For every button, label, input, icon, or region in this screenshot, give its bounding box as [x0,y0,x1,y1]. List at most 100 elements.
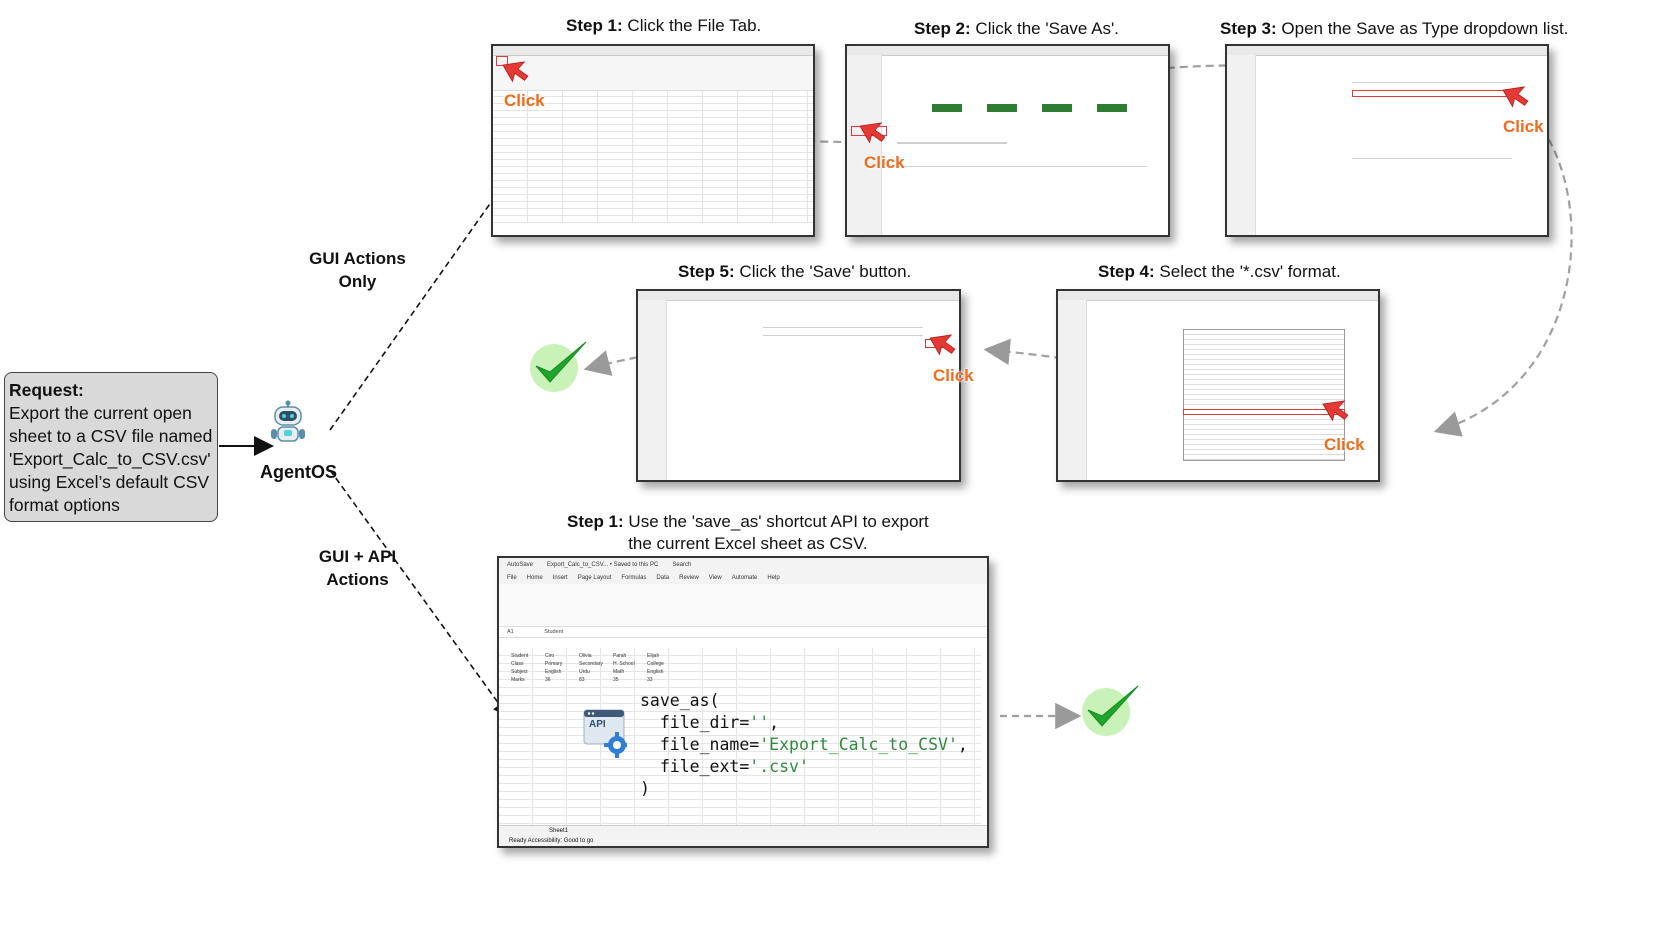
request-line: sheet to a CSV file named [9,426,213,446]
cursor-icon [929,334,956,356]
gui-only-label-line1: GUI Actions [309,249,406,268]
click-label: Click [933,366,974,385]
gui-only-label-line2: Only [338,272,377,291]
cell: Subject [511,669,528,675]
gui-api-label-line2: Actions [326,570,389,589]
menu-data: Data [656,575,670,581]
cursor-icon [859,122,886,144]
step2-screenshot [845,44,1170,237]
step-text: Click the 'Save' button. [734,262,912,281]
code-line: file_name='Export_Calc_to_CSV', [640,735,968,754]
click-label: Click [1503,117,1544,136]
cell: Parah [613,653,627,659]
excel-ribbon [499,584,987,627]
cell: 36 [545,677,551,683]
cell: 35 [613,677,619,683]
menu-insert: Insert [552,575,568,581]
step1-screenshot [491,44,815,237]
file-title: Export_Calc_to_CSV... • Saved to this PC [547,562,659,568]
check-icon [530,341,587,392]
cell: 83 [579,677,585,683]
cell: Ciro [545,653,555,659]
api-badge-label: API [589,719,606,730]
step-num: Step 2: [914,19,971,38]
cell: Olivia [579,653,592,659]
formula-bar: A1 Student [499,627,987,638]
step-text: Click the 'Save As'. [970,19,1119,38]
cell: College [647,661,664,667]
request-heading: Request: [9,380,84,400]
step3-screenshot [1225,44,1549,237]
click-label: Click [864,153,905,172]
cell: 33 [647,677,653,683]
cell: English [545,669,562,675]
request-line: using Excel’s default CSV [9,472,210,492]
menu-page-layout: Page Layout [577,575,612,581]
api-step-title: Step 1: Use the 'save_as' shortcut API t… [567,511,929,555]
menu-file: File [507,575,517,581]
code-arg-value: '.csv' [749,757,809,776]
code-arg-key: file_dir= [640,713,750,732]
status-bar: Sheet1 Ready Accessibility: Good to go [499,825,987,846]
api-icon [583,709,627,758]
formula-value: Student [544,629,564,635]
cell: Secondary [579,661,603,667]
step-text: Click the File Tab. [622,16,762,35]
request-line: format options [9,495,120,515]
sheet-grid [499,648,981,826]
sheet-tab: Sheet1 [549,828,569,834]
cell: H. School [613,661,635,667]
check-icon [1082,685,1139,736]
gui-api-arrow [329,469,509,718]
step-num: Step 4: [1098,262,1155,281]
gui-only-arrow [329,171,513,431]
code-arg-key: file_ext= [640,757,750,776]
menu-review: Review [679,575,699,581]
cell: Math [613,669,625,675]
excel-menu: File Home Insert Page Layout Formulas Da… [499,572,987,584]
code-line: file_dir='', [640,713,780,732]
table-row: Student Ciro Olivia Parah Elijah [511,652,681,660]
code-arg-key: file_name= [640,735,760,754]
request-line: Export the current open [9,403,192,423]
step-num: Step 1: [567,512,624,531]
step-text: Open the Save as Type dropdown list. [1276,19,1569,38]
step4-title: Step 4: Select the '*.csv' format. [1098,262,1341,282]
step-text-line2: the current Excel sheet as CSV. [628,534,868,553]
code-block: save_as( file_dir='', file_name='Export_… [640,690,968,800]
cell: Student [511,653,529,659]
step4-screenshot [1056,289,1380,482]
cursor-icon [1322,400,1349,422]
table-row: Subject English Urdu Math English [511,668,681,676]
menu-automate: Automate [731,575,758,581]
step1-title: Step 1: Click the File Tab. [566,16,761,36]
step-num: Step 5: [678,262,735,281]
step-num: Step 1: [566,16,623,35]
step-text: Use the 'save_as' shortcut API to export [623,512,929,531]
menu-home: Home [526,575,543,581]
step-text: Select the '*.csv' format. [1154,262,1341,281]
code-line: ) [640,779,650,798]
cursor-icon [1502,86,1529,108]
cell: Urdu [579,669,590,675]
cell: Class [511,661,524,667]
step2-title: Step 2: Click the 'Save As'. [914,19,1119,39]
status-text: Ready Accessibility: Good to go [509,838,594,844]
cell-ref: A1 [507,629,514,635]
click-label: Click [504,91,545,110]
gui-api-label-line1: GUI + API [318,547,397,566]
cell: Marks [511,677,525,683]
step5-title: Step 5: Click the 'Save' button. [678,262,911,282]
step5-screenshot [636,289,961,482]
step-num: Step 3: [1220,19,1277,38]
cell: English [647,669,664,675]
request-box: Request: Export the current open sheet t… [4,372,218,522]
excel-titlebar: AutoSave Export_Calc_to_CSV... • Saved t… [499,558,987,572]
cell: Elijah [647,653,660,659]
cursor-icon [502,61,529,83]
code-line: save_as( [640,691,720,710]
code-arg-value: 'Export_Calc_to_CSV' [759,735,958,754]
menu-view: View [708,575,722,581]
